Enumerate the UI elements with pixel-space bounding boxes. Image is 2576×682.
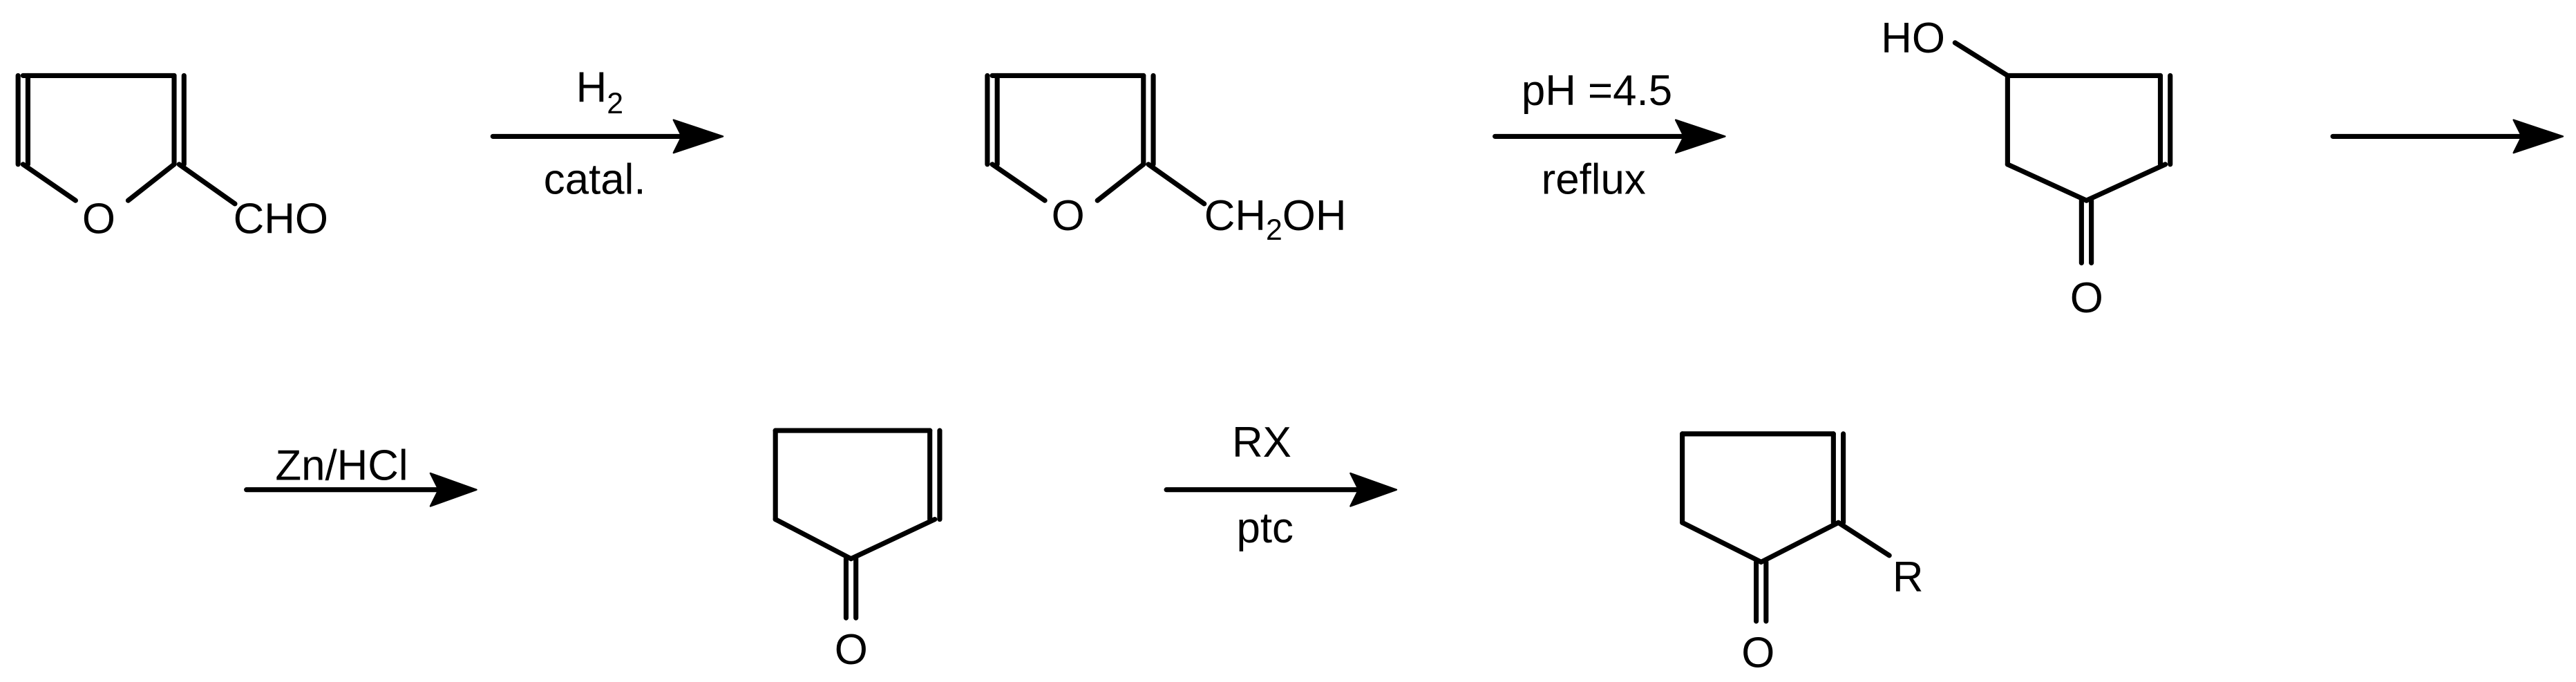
arrow-1-condition: catal. <box>544 156 646 204</box>
arrow-2-condition: reflux <box>1542 156 1646 204</box>
arrow-continuation <box>2330 119 2564 154</box>
arrow-reduction: Zn/HCl <box>244 442 477 507</box>
arrow-5-condition: ptc <box>1236 504 1293 552</box>
arrow-rearrangement: pH =4.5 reflux <box>1493 67 1726 204</box>
ring-oxygen-label: O <box>82 196 115 243</box>
molecule-furfural: O CHO <box>15 73 328 243</box>
arrow-hydrogenation: H2 catal. <box>490 64 724 204</box>
molecule-cyclopentenone: O <box>773 428 943 674</box>
molecule-alkyl-cyclopentenone: O R <box>1680 431 1924 677</box>
hydroxymethyl-label: CH2OH <box>1204 192 1347 247</box>
carbonyl-oxygen-label: O <box>2070 274 2103 322</box>
arrow-4-reagent: Zn/HCl <box>275 442 408 489</box>
arrow-alkylation: RX ptc <box>1164 419 1398 552</box>
molecule-furfuryl-alcohol: O CH2OH <box>985 73 1347 247</box>
aldehyde-label: CHO <box>234 196 328 243</box>
ring-oxygen-label: O <box>1052 192 1085 240</box>
arrow-5-reagent: RX <box>1232 419 1291 466</box>
arrow-1-reagent: H2 <box>576 64 623 120</box>
r-group-label: R <box>1893 553 1924 601</box>
carbonyl-oxygen-label: O <box>1741 629 1774 677</box>
carbonyl-oxygen-label: O <box>835 626 868 674</box>
arrow-2-reagent: pH =4.5 <box>1522 67 1672 115</box>
molecule-hydroxycyclopentenone: HO O <box>1881 15 2173 322</box>
hydroxyl-label: HO <box>1881 15 1945 62</box>
